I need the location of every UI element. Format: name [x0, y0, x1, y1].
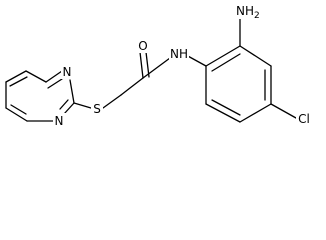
bond-c2-s — [73, 102, 92, 109]
atom-nh2-amine: NH2 — [234, 4, 262, 21]
bond-carbonyl-nh — [142, 57, 171, 79]
atom-cl-chlorine: Cl — [296, 111, 312, 126]
bond-ar-c2-c3 — [239, 45, 272, 67]
bond-pyr-n3-c2 — [69, 79, 75, 104]
bond-ar-c5-c6 — [205, 103, 241, 123]
svg-text:S: S — [93, 102, 101, 116]
bond-pyr-c4-n3-double — [47, 78, 63, 89]
atom-label-layer: N N S O NH NH2 Cl — [53, 4, 312, 128]
bond-carbonyl-o-double — [145, 51, 150, 78]
bond-pyr-c5-c4 — [25, 70, 47, 83]
svg-text:N: N — [55, 114, 64, 128]
bond-ar-c1-c2-double — [211, 53, 241, 72]
svg-text:NH2: NH2 — [236, 4, 260, 21]
bond-pyr-c2-n1-double — [59, 99, 69, 110]
bond-pyr-c2-n1 — [63, 102, 75, 115]
atom-nh2-main: NH — [236, 4, 254, 18]
bond-ar-c1-c2 — [205, 45, 241, 67]
atom-nh2-subscript: 2 — [254, 11, 260, 21]
svg-text:N: N — [63, 65, 72, 79]
bond-ar-c5-c6-double — [211, 99, 241, 116]
bond-carbonyl-o — [139, 51, 144, 79]
bond-s-ch2 — [102, 94, 122, 109]
atom-o-carbonyl: O — [137, 39, 150, 53]
atom-nh-amide: NH — [169, 46, 189, 61]
svg-text:O: O — [138, 39, 147, 53]
bond-ar-cl — [270, 103, 297, 119]
bond-layer — [5, 17, 297, 123]
bond-pyr-c4-n3 — [45, 70, 63, 83]
svg-text:Cl: Cl — [298, 112, 310, 126]
atom-n-pyrimidine-top: N — [61, 64, 74, 79]
bond-pyr-c6b-c5b-double — [10, 104, 27, 115]
bond-pyr-c6-c5-double — [9, 76, 28, 87]
svg-text:NH: NH — [170, 47, 188, 61]
molecule-structure-diagram: N N S O NH NH2 Cl — [5, 4, 312, 128]
bond-pyr-c6-c5 — [5, 70, 27, 83]
bond-pyr-c6b-c5b — [5, 107, 28, 122]
bond-nh-aryl — [185, 54, 207, 67]
bond-ar-c4-c5 — [239, 103, 272, 123]
atom-n-pyrimidine-bottom: N — [53, 113, 66, 128]
bond-ch2-carbonyl — [120, 77, 144, 96]
atom-s-sulfur: S — [91, 101, 103, 116]
